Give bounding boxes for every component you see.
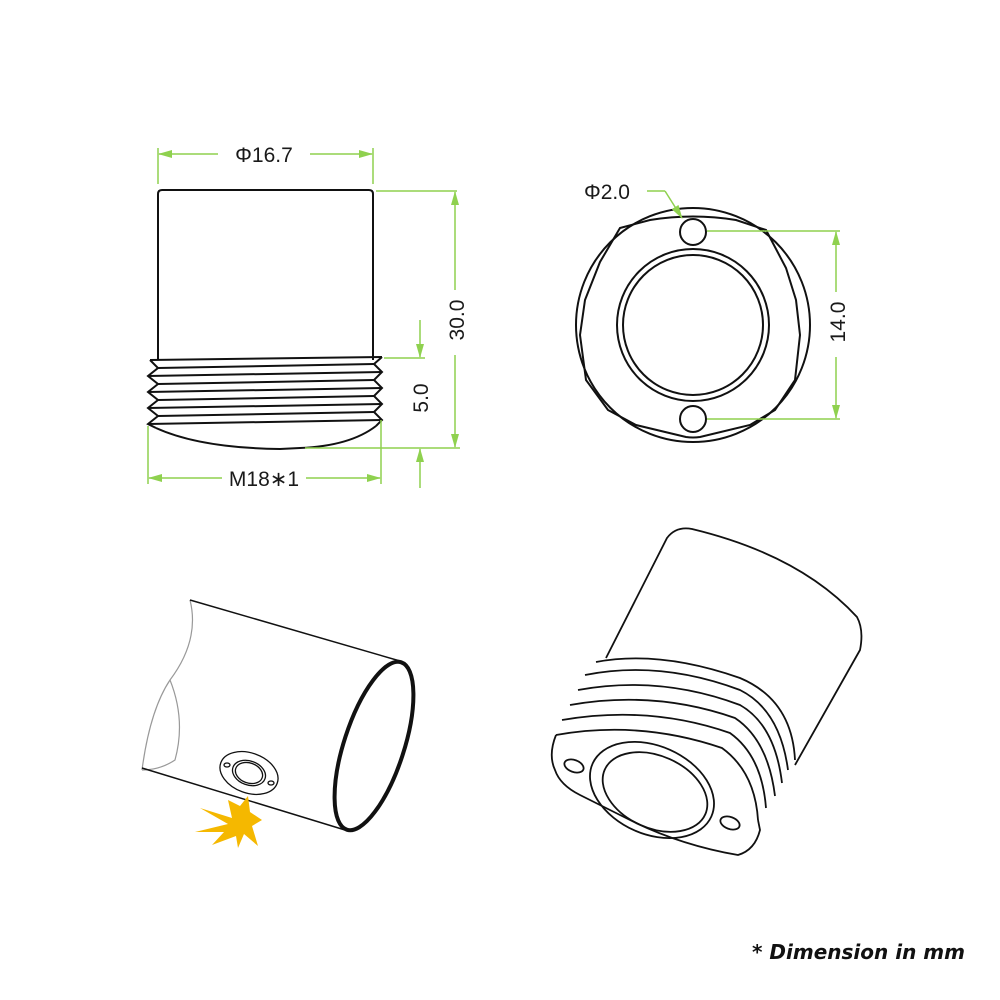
tube-installation-view: [141, 599, 416, 848]
diameter-label: Φ16.7: [235, 144, 293, 167]
thread-size-label: M18∗1: [229, 468, 299, 491]
thread-section: [146, 356, 384, 451]
dimension-thread-size: [147, 420, 382, 484]
iso-hole-left: [563, 758, 585, 774]
dimension-height: [305, 190, 460, 449]
mounting-hole-bottom: [679, 405, 707, 433]
dimension-diameter: [157, 148, 374, 184]
iso-hole-right: [719, 815, 741, 831]
units-note: * Dimension in mm: [752, 940, 965, 964]
hole-spacing-label: 14.0: [827, 302, 850, 343]
dimension-thread-length: [384, 320, 425, 488]
mounting-hole-top: [679, 218, 707, 246]
laser-burst-icon: [195, 796, 262, 848]
height-label: 30.0: [446, 300, 469, 341]
front-view: Φ16.7 30.0 5.0 M18∗1: [146, 144, 469, 491]
module-isometric-view: [550, 527, 863, 856]
hole-diameter-label: Φ2.0: [584, 181, 630, 204]
end-view: Φ2.0 14.0: [575, 181, 850, 443]
emitter-window-icon: [219, 750, 279, 796]
thread-length-label: 5.0: [410, 383, 433, 412]
